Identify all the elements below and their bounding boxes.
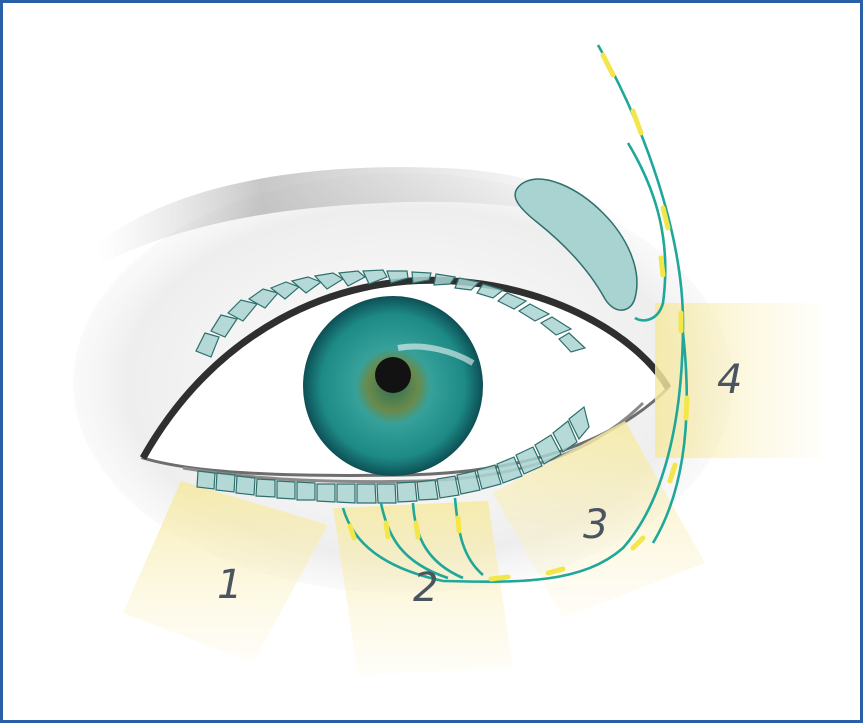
zone-4-label: 4 <box>717 357 742 403</box>
zone-3-label: 3 <box>583 502 608 548</box>
pupil <box>375 357 411 393</box>
eye-diagram: 1 2 3 4 <box>3 3 863 723</box>
zone-2-label: 2 <box>413 565 438 611</box>
zone-1-label: 1 <box>217 562 242 608</box>
